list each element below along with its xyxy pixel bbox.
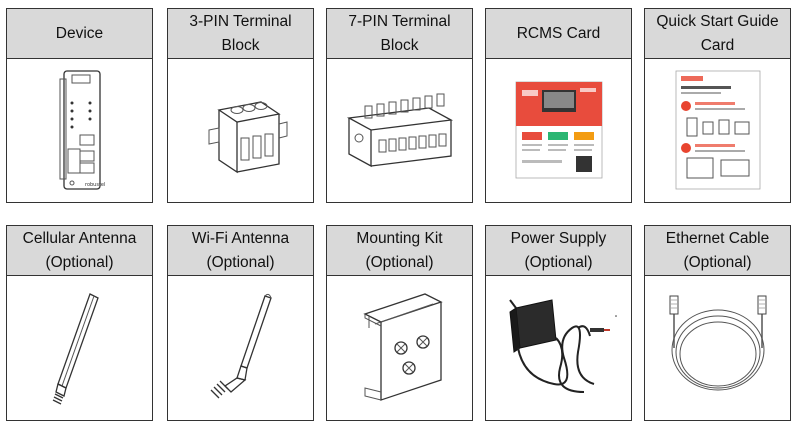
item-label: Wi-Fi Antenna (Optional) [168,226,313,276]
rcms-card-icon [486,59,631,201]
item-label: 7-PIN Terminal Block [327,9,472,59]
item-label: 3-PIN Terminal Block [168,9,313,59]
mounting-kit-icon [327,276,472,419]
power-supply-icon [486,276,631,419]
item-label: Mounting Kit (Optional) [327,226,472,276]
package-item-7pin-terminal: 7-PIN Terminal Block [326,8,473,203]
wifi-antenna-icon [168,276,313,419]
quick-start-guide-icon [645,59,790,201]
package-item-rcms-card: RCMS Card [485,8,632,203]
package-item-cellular-antenna: Cellular Antenna (Optional) [6,225,153,421]
svg-text:robustel: robustel [85,182,105,188]
package-item-quick-start-guide: Quick Start Guide Card [644,8,791,203]
item-label: Power Supply (Optional) [486,226,631,276]
terminal-block-7pin-icon [327,59,472,201]
cellular-antenna-icon [7,276,152,419]
item-label: RCMS Card [486,9,631,59]
item-label: Device [7,9,152,59]
package-item-device: Device robustel [6,8,153,203]
ethernet-cable-icon [645,276,790,419]
package-item-power-supply: Power Supply (Optional) [485,225,632,421]
item-label: Ethernet Cable (Optional) [645,226,790,276]
package-item-3pin-terminal: 3-PIN Terminal Block [167,8,314,203]
package-item-wifi-antenna: Wi-Fi Antenna (Optional) [167,225,314,421]
router-device-icon: robustel [7,59,152,201]
item-label: Cellular Antenna (Optional) [7,226,152,276]
terminal-block-3pin-icon [168,59,313,201]
package-item-ethernet-cable: Ethernet Cable (Optional) [644,225,791,421]
item-label: Quick Start Guide Card [645,9,790,59]
package-item-mounting-kit: Mounting Kit (Optional) [326,225,473,421]
